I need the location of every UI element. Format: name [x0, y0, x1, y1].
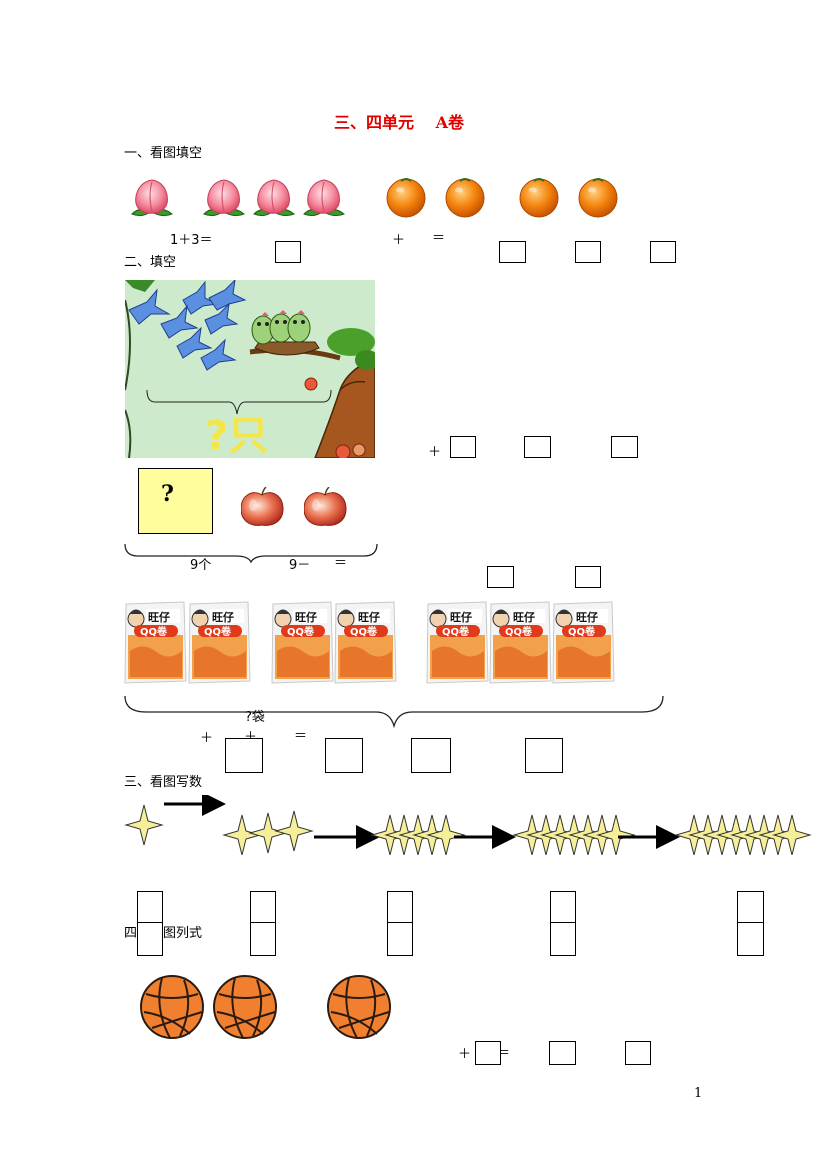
star-sequence — [125, 795, 811, 855]
answer-box[interactable] — [275, 241, 301, 263]
orange-icon — [578, 178, 618, 218]
answer-box[interactable] — [250, 891, 276, 923]
q1-expression: 1＋3＝ — [170, 233, 213, 248]
basketball-icon — [327, 975, 391, 1039]
equals-sign: ＝ — [334, 556, 348, 571]
answer-box[interactable] — [137, 891, 163, 923]
total-brace — [124, 543, 378, 564]
answer-box[interactable] — [550, 891, 576, 923]
unknown-apples-box: ? — [138, 468, 213, 534]
total-label: 9个 — [190, 558, 212, 573]
answer-box[interactable] — [524, 436, 551, 458]
answer-box[interactable] — [250, 922, 276, 956]
answer-box[interactable] — [225, 738, 263, 773]
answer-box[interactable] — [387, 922, 413, 956]
page-title: 三、四单元 A卷 — [334, 113, 464, 132]
bags-brace — [124, 695, 664, 729]
peach-icon — [303, 179, 345, 217]
orange-icon — [386, 178, 426, 218]
answer-box[interactable] — [475, 1041, 501, 1065]
answer-box[interactable] — [450, 436, 476, 458]
basketball-icon — [140, 975, 204, 1039]
section-heading-4: 四、看图列式 — [124, 926, 203, 941]
page-number: 1 — [694, 1086, 703, 1101]
answer-box[interactable] — [549, 1041, 576, 1065]
basketball-icon — [213, 975, 277, 1039]
answer-box[interactable] — [325, 738, 363, 773]
answer-box[interactable] — [525, 738, 563, 773]
equals-sign: ＝ — [432, 231, 446, 246]
birds-picture: ?只 — [125, 280, 375, 458]
section-heading-3: 三、看图写数 — [124, 775, 203, 790]
snack-bag-icon — [124, 601, 187, 684]
answer-box[interactable] — [411, 738, 451, 773]
peach-icon — [203, 179, 245, 217]
plus-sign: ＋ — [428, 445, 442, 460]
peach-icon — [131, 179, 173, 217]
answer-box[interactable] — [575, 566, 601, 588]
unknown-birds-label: ?只 — [205, 413, 269, 458]
answer-box[interactable] — [137, 922, 163, 956]
snack-bag-icon — [188, 601, 251, 684]
answer-box[interactable] — [611, 436, 638, 458]
minus-expression: 9－ — [289, 558, 311, 573]
section-heading-2: 二、填空 — [124, 255, 177, 270]
bags-total-label: ?袋 — [245, 710, 265, 725]
answer-box[interactable] — [387, 891, 413, 923]
snack-bag-icon — [426, 601, 489, 684]
snack-bag-icon — [334, 601, 397, 684]
apple-icon — [241, 487, 284, 527]
apple-icon — [304, 487, 347, 527]
section-heading-1: 一、看图填空 — [124, 146, 203, 161]
birds-scene — [125, 280, 375, 458]
orange-icon — [445, 178, 485, 218]
answer-box[interactable] — [575, 241, 601, 263]
snack-bag-icon — [489, 601, 552, 684]
snack-bag-icon — [552, 601, 615, 684]
answer-box[interactable] — [737, 891, 764, 923]
answer-box[interactable] — [737, 922, 764, 956]
peach-icon — [253, 179, 295, 217]
plus-sign: ＋ — [200, 731, 214, 746]
plus-sign: ＋ — [458, 1047, 472, 1062]
answer-box[interactable] — [550, 922, 576, 956]
snack-bag-icon — [271, 601, 334, 684]
question-mark: ? — [161, 481, 174, 507]
plus-sign: ＋ — [392, 233, 406, 248]
answer-box[interactable] — [487, 566, 514, 588]
answer-box[interactable] — [625, 1041, 651, 1065]
equals-sign: ＝ — [294, 729, 308, 744]
answer-box[interactable] — [650, 241, 676, 263]
answer-box[interactable] — [499, 241, 526, 263]
orange-icon — [519, 178, 559, 218]
